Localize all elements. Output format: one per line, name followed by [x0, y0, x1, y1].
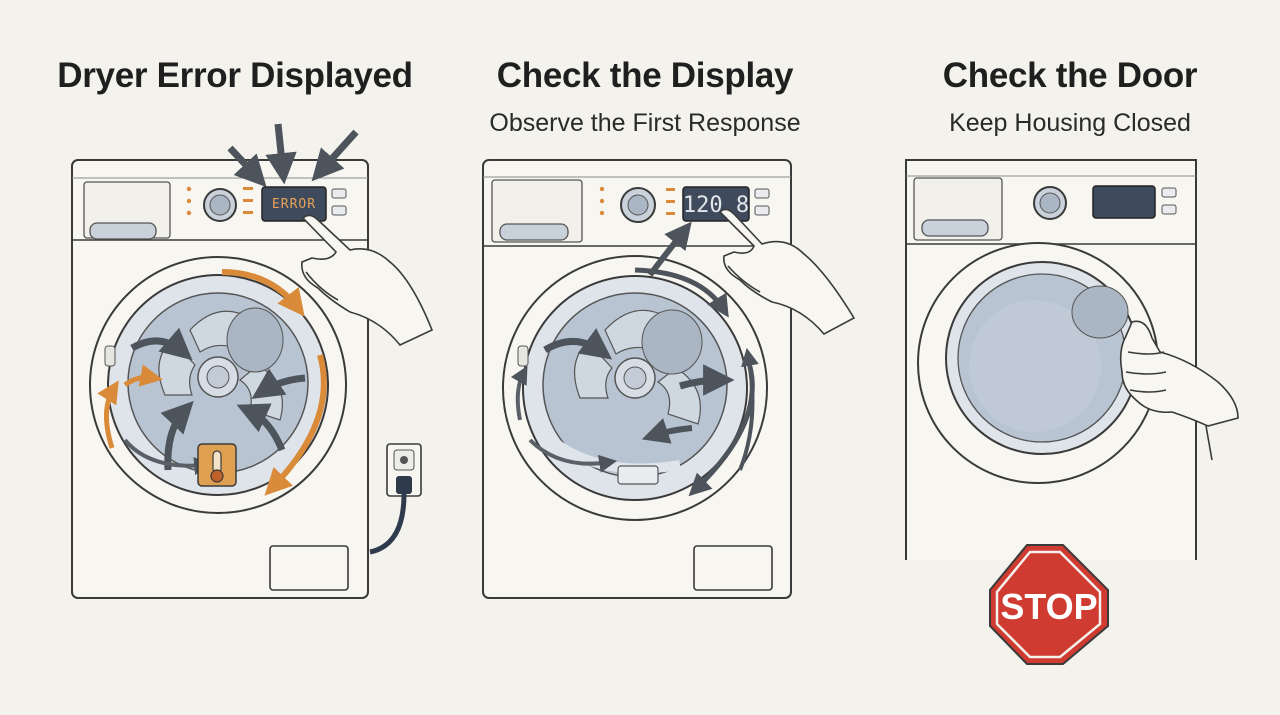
blank-display	[1092, 185, 1156, 219]
panel-subtitle: Keep Housing Closed	[949, 109, 1191, 137]
airflow-arrows	[510, 221, 759, 497]
error-display	[261, 186, 327, 222]
panel-subtitle: Observe the First Response	[489, 109, 801, 137]
check-display-illustration: 120 8	[482, 159, 856, 599]
lint-filter	[641, 309, 703, 375]
control-panel	[1033, 185, 1177, 220]
panel-title: Check the Door	[942, 56, 1198, 95]
panel-title: Dryer Error Displayed	[57, 56, 413, 95]
airflow-arrows	[97, 269, 327, 496]
lint-filter	[1071, 285, 1129, 339]
control-panel: ERROR	[186, 186, 347, 222]
kick-panel	[693, 545, 773, 591]
panel-dryer-error: Dryer Error Displayed	[0, 0, 470, 715]
wall-outlet	[369, 443, 422, 555]
lint-filter	[226, 307, 284, 373]
stop-sign-text: STOP	[1000, 586, 1097, 627]
hand-holding-door	[1119, 320, 1239, 461]
panel-check-display: Check the Display Observe the First Resp…	[430, 0, 860, 715]
check-door-illustration: STOP	[905, 159, 1239, 665]
attention-arrows	[227, 123, 359, 188]
panel-title: Check the Display	[496, 56, 794, 95]
closed-door	[917, 242, 1159, 484]
display-text: 120 8	[683, 193, 749, 218]
vent-tab	[617, 465, 659, 485]
stop-sign-icon: STOP	[989, 544, 1109, 665]
thermometer-icon	[197, 443, 237, 487]
hand-pressing-display	[718, 208, 856, 336]
panel-check-door: Check the Door Keep Housing Closed	[860, 0, 1280, 715]
dryer-error-illustration: ERROR	[71, 123, 434, 599]
hand-pressing-display	[301, 214, 434, 346]
kick-panel	[269, 545, 349, 591]
display-text: ERROR	[272, 197, 316, 212]
control-panel: 120 8	[599, 186, 770, 223]
